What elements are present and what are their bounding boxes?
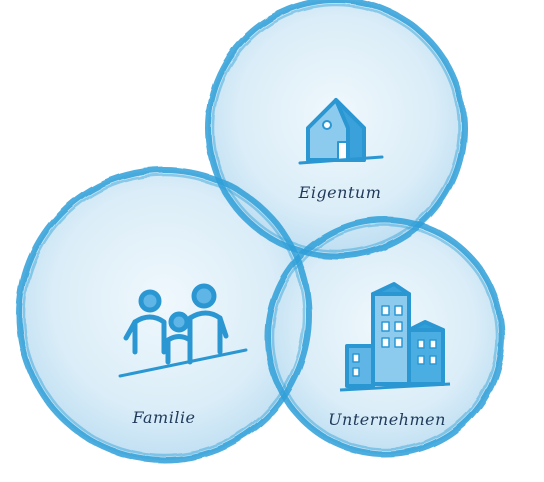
family-icon <box>118 283 248 378</box>
bubble-eigentum-outline <box>205 0 467 259</box>
label-unternehmen: Unternehmen <box>328 410 446 429</box>
bubble-outlines <box>16 0 505 463</box>
bubble-familie-outline <box>16 167 312 463</box>
label-familie: Familie <box>132 408 196 427</box>
bubble-unternehmen-outline <box>265 217 505 457</box>
bubble-familie <box>19 170 309 460</box>
bubble-fills <box>19 0 502 460</box>
buildings-icon <box>339 282 451 392</box>
label-eigentum: Eigentum <box>298 183 382 202</box>
house-icon <box>298 98 384 165</box>
